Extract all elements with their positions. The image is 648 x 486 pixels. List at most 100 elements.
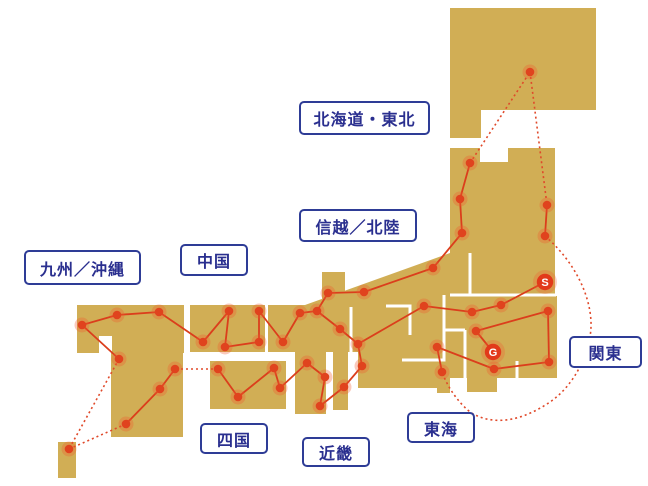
route-segment [363, 267, 434, 293]
route-dot [320, 372, 330, 382]
route-dot [525, 67, 535, 77]
route-dot [335, 324, 345, 334]
route-segment [459, 198, 463, 234]
route-segment [279, 362, 308, 389]
route-dot [278, 337, 288, 347]
route-segment [500, 281, 546, 306]
route-dot [254, 337, 264, 347]
route-segment [258, 310, 284, 343]
route-dot [198, 337, 208, 347]
land-block [444, 296, 557, 378]
land-block [450, 110, 481, 138]
land-block [77, 305, 184, 353]
route-segment [423, 305, 473, 313]
route-segment [343, 365, 363, 388]
route-ferry-arc [441, 235, 592, 422]
route-dot [542, 200, 552, 210]
route-segment [547, 310, 550, 363]
route-segment [493, 361, 550, 370]
land-block [268, 253, 450, 393]
route-dot [121, 419, 131, 429]
route-dot [233, 392, 243, 402]
route-dot [353, 339, 363, 349]
route-dot [471, 326, 481, 336]
route-segment [327, 291, 365, 294]
route-segment [357, 305, 425, 345]
route-segment [116, 311, 160, 316]
route-dot [170, 364, 180, 374]
region-label-chugoku: 中国 [180, 244, 248, 276]
route-segment [316, 310, 341, 330]
route-dot [155, 384, 165, 394]
route-dot [339, 382, 349, 392]
route-dot [359, 287, 369, 297]
route-segment [202, 310, 230, 343]
route-segment [237, 367, 275, 398]
route-segment [544, 204, 548, 237]
route-dot [540, 231, 550, 241]
route-dot [295, 308, 305, 318]
route-segment [475, 310, 549, 332]
goal-marker [484, 343, 502, 361]
start-marker-letter: S [541, 277, 548, 289]
sea-notch [480, 148, 508, 162]
route-dot [114, 354, 124, 364]
land-block [450, 8, 596, 110]
route-dot [213, 364, 223, 374]
route-dot [269, 363, 279, 373]
route-segment [319, 386, 345, 407]
route-segment [471, 304, 502, 313]
route-dot [467, 307, 477, 317]
region-label-kyushu-okinawa: 九州／沖縄 [24, 250, 141, 285]
route-dot [77, 320, 87, 330]
route-segment [436, 346, 495, 370]
route-dot [543, 306, 553, 316]
route-segment [224, 310, 230, 348]
route-segment [319, 376, 326, 407]
route-segment [81, 314, 118, 326]
route-segment [158, 311, 204, 343]
route-dot [428, 263, 438, 273]
route-dot [302, 358, 312, 368]
route-segment [282, 312, 301, 343]
land-block [467, 376, 497, 392]
route-dot [275, 383, 285, 393]
region-label-shinetsu-hokuriku: 信越／北陸 [299, 209, 417, 242]
route-ferry-segment [469, 71, 531, 164]
route-dot [312, 306, 322, 316]
route-segment [217, 368, 239, 398]
route-dot [254, 306, 264, 316]
region-label-kanto: 関東 [569, 336, 642, 368]
route-dot [544, 357, 554, 367]
route-dot [224, 306, 234, 316]
route-dot [112, 310, 122, 320]
route-dot [496, 300, 506, 310]
route-dot [323, 288, 333, 298]
region-label-shikoku: 四国 [200, 423, 268, 454]
route-segment [224, 341, 260, 348]
route-dot [357, 361, 367, 371]
route-segment [432, 232, 463, 269]
route-dot [432, 342, 442, 352]
route-dot [154, 307, 164, 317]
route-ferry-segment [68, 423, 127, 450]
region-boundary-line [402, 295, 446, 362]
goal-marker-letter: G [489, 347, 498, 359]
route-dot [437, 367, 447, 377]
route-ferry-segment [529, 71, 548, 206]
region-label-kinki: 近畿 [302, 437, 370, 467]
route-segment [81, 324, 120, 360]
route-dot [64, 444, 74, 454]
land-block [333, 352, 348, 410]
region-boundary-line [386, 304, 412, 335]
region-label-hokkaido-tohoku: 北海道・東北 [299, 101, 430, 135]
route-dot [315, 401, 325, 411]
route-dot [220, 342, 230, 352]
route-segment [459, 162, 471, 200]
region-label-tokai: 東海 [407, 412, 475, 443]
route-dot [457, 228, 467, 238]
route-dot [419, 301, 429, 311]
route-dot [489, 364, 499, 374]
